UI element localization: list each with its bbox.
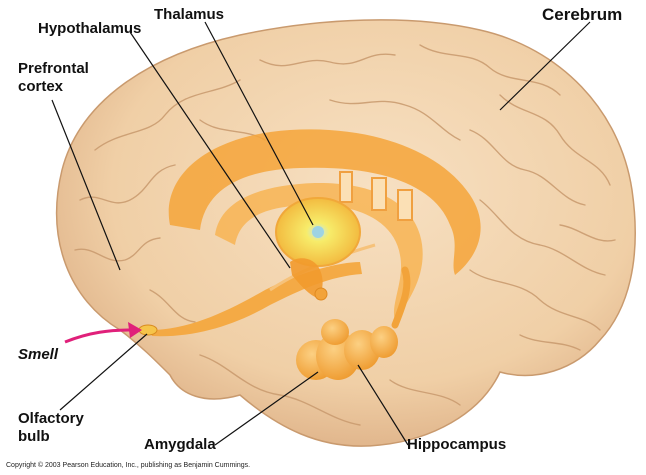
label-hippocampus: Hippocampus — [407, 436, 506, 454]
label-hypothalamus: Hypothalamus — [38, 20, 141, 38]
label-cortex: cortex — [18, 78, 63, 96]
label-bulb: bulb — [18, 428, 50, 446]
label-amygdala: Amygdala — [144, 436, 216, 454]
thalamus-center — [312, 226, 324, 238]
label-smell: Smell — [18, 346, 58, 364]
copyright-notice: Copyright © 2003 Pearson Education, Inc.… — [6, 462, 250, 469]
label-thalamus: Thalamus — [154, 6, 224, 24]
label-olfactory: Olfactory — [18, 410, 84, 428]
label-prefrontal: Prefrontal — [18, 60, 89, 78]
label-cerebrum: Cerebrum — [542, 6, 622, 24]
